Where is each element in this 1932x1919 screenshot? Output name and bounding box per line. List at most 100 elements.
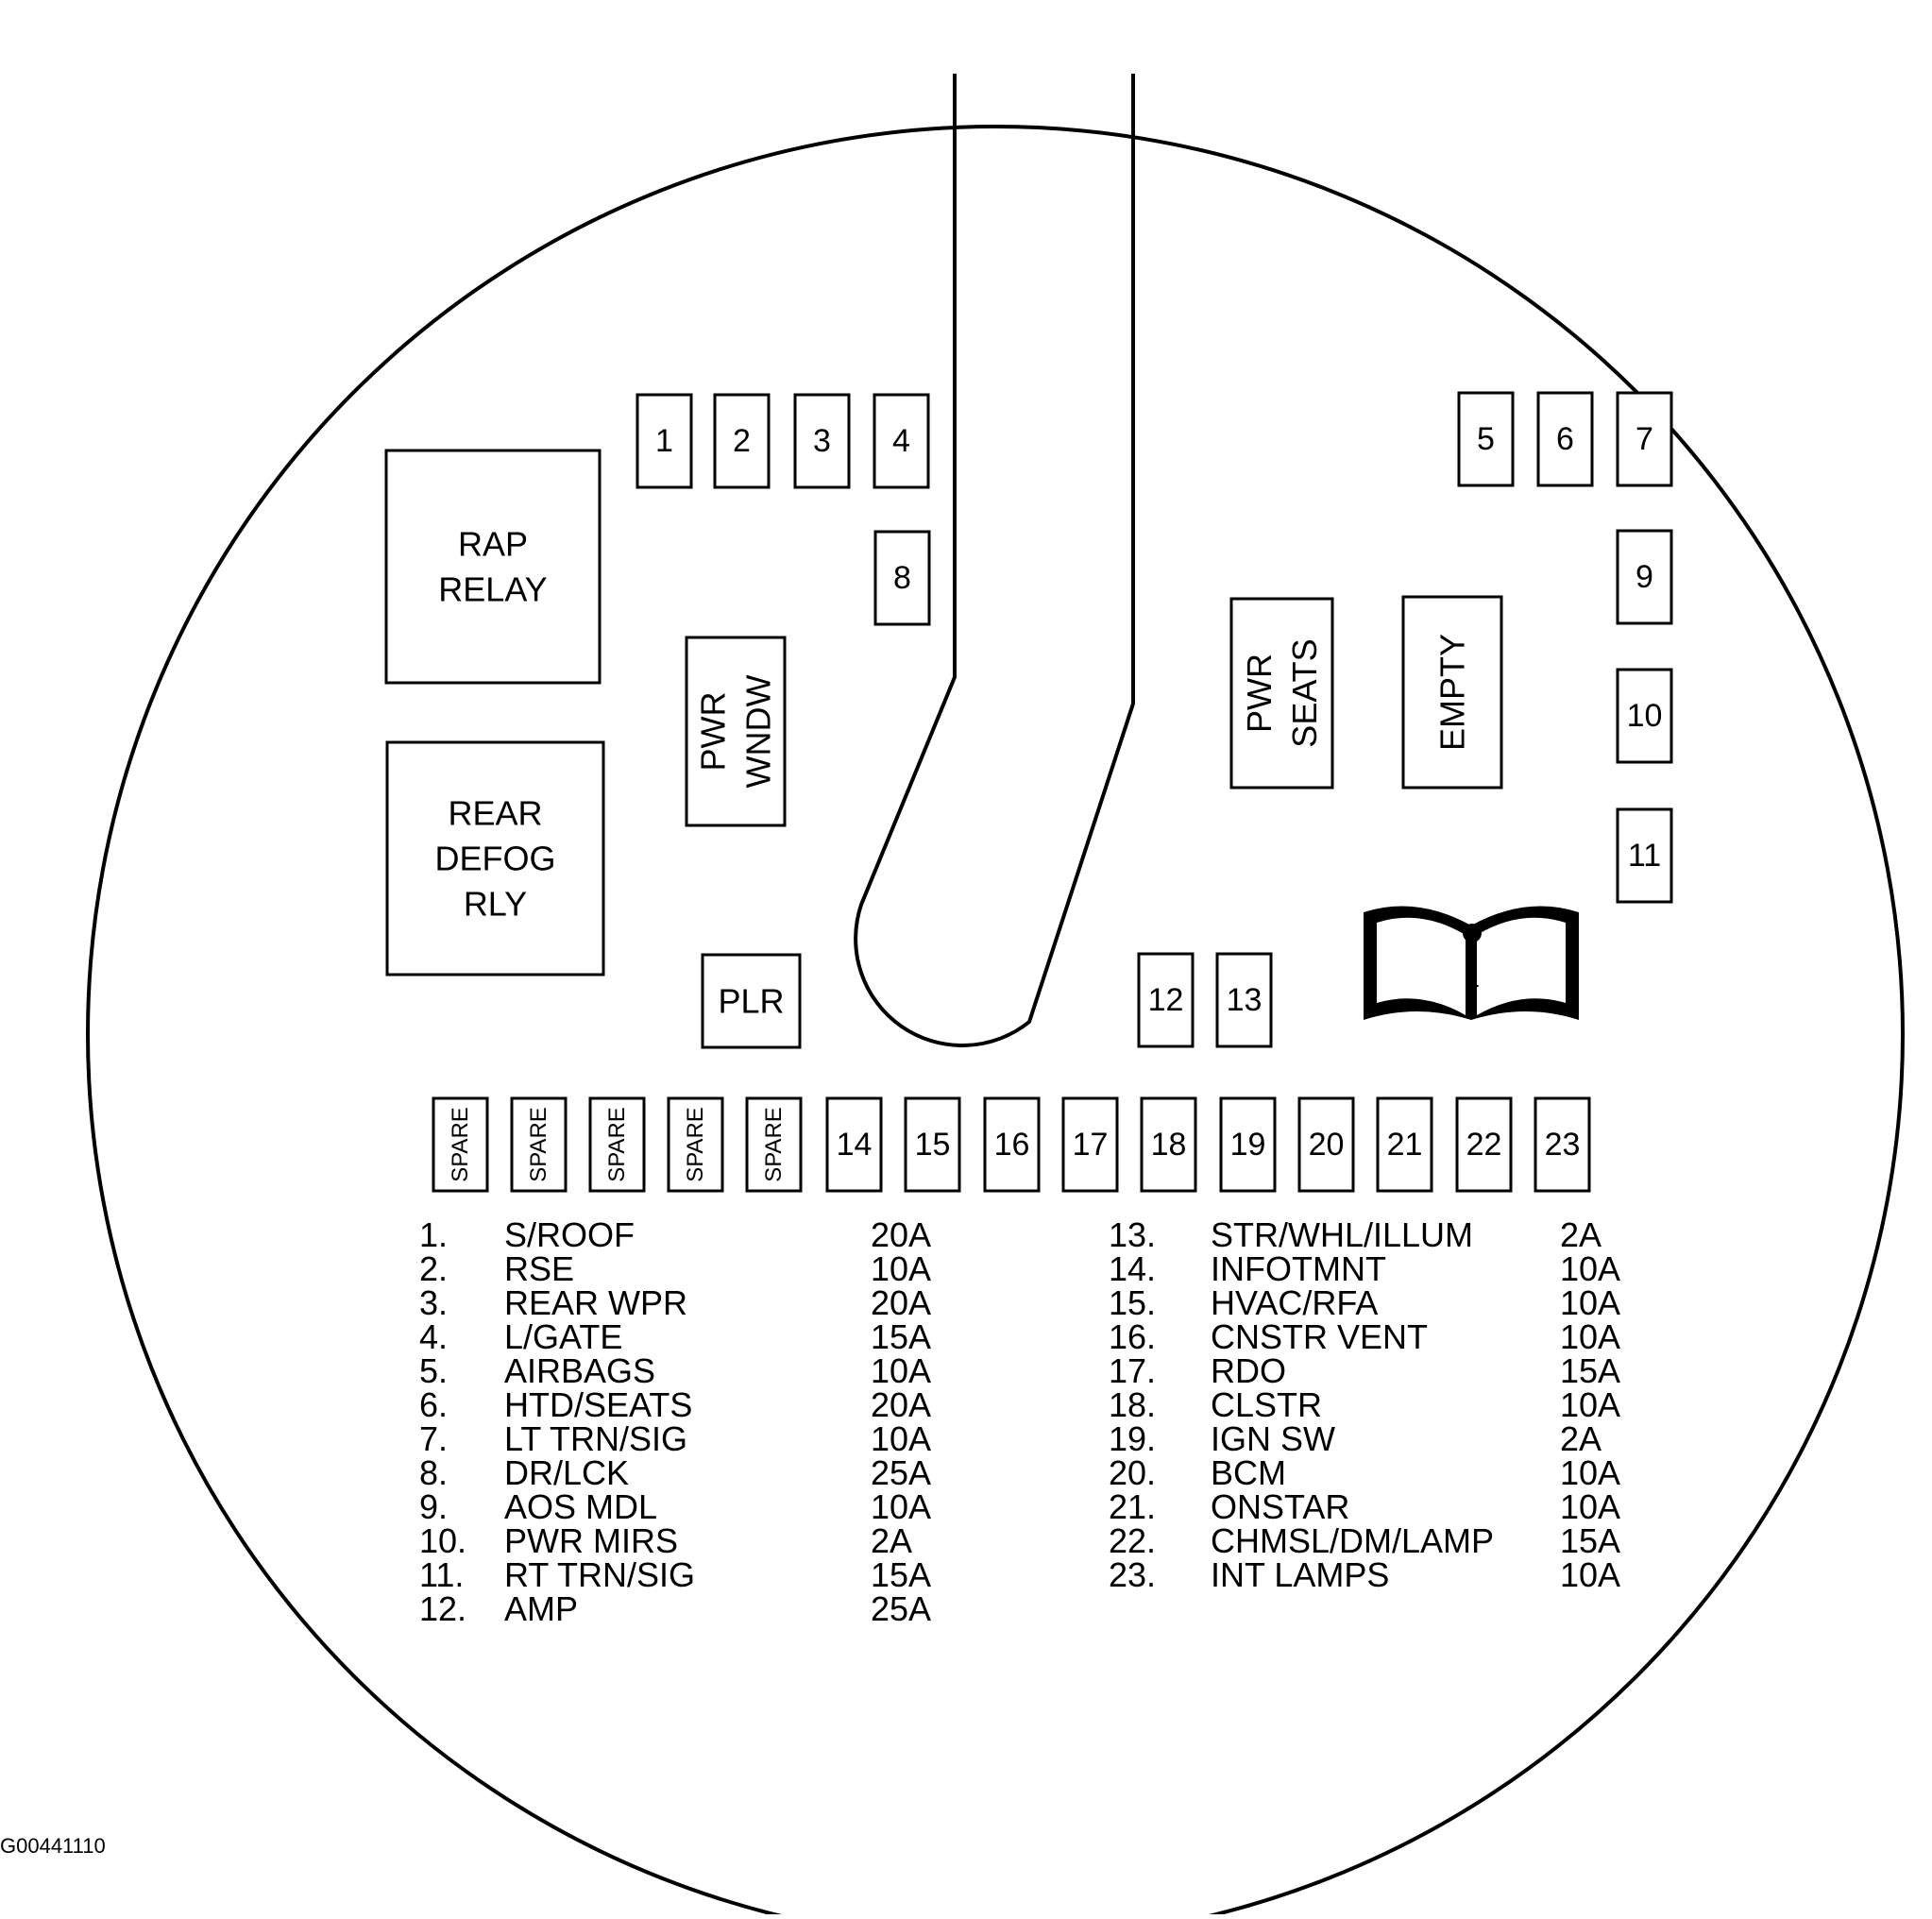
- legend-rating: 10A: [1560, 1283, 1620, 1322]
- owner-manual-info-icon: i: [1364, 906, 1579, 1020]
- fuse-block-outline: [86, 125, 1905, 1919]
- fuse-number: 8: [893, 560, 911, 596]
- fuse-8: 8: [873, 530, 931, 626]
- legend-rating: 15A: [1560, 1351, 1620, 1390]
- legend-num: 21.: [1109, 1487, 1156, 1526]
- relay-label: RLY: [464, 885, 527, 924]
- relay-label: PWR: [694, 692, 733, 772]
- fuse-number: 23: [1545, 1127, 1581, 1163]
- legend-rating: 15A: [871, 1555, 931, 1594]
- legend-num: 20.: [1109, 1453, 1156, 1492]
- spare-label: SPARE: [604, 1107, 630, 1182]
- legend-rating: 15A: [1560, 1521, 1620, 1560]
- fuse-17: 17: [1061, 1096, 1119, 1193]
- legend-num: 17.: [1109, 1351, 1156, 1390]
- fuse-11: 11: [1616, 807, 1673, 904]
- legend-num: 3.: [419, 1283, 448, 1322]
- fuse-22: 22: [1455, 1096, 1513, 1193]
- legend-num: 22.: [1109, 1521, 1156, 1560]
- legend-rating: 10A: [871, 1351, 931, 1390]
- legend-rating: 10A: [1560, 1249, 1620, 1288]
- fuse-number: 18: [1151, 1127, 1187, 1163]
- legend-num: 6.: [419, 1385, 448, 1424]
- legend-rating: 25A: [871, 1589, 931, 1628]
- legend-num: 1.: [419, 1215, 448, 1254]
- fuse-number: 4: [892, 423, 910, 459]
- legend-num: 18.: [1109, 1385, 1156, 1424]
- fuse-number: 6: [1556, 421, 1574, 457]
- spare-label: SPARE: [448, 1107, 473, 1182]
- legend-num: 9.: [419, 1487, 448, 1526]
- fuse-number: 22: [1466, 1127, 1502, 1163]
- fuse-14: 14: [825, 1096, 883, 1193]
- legend-name: IGN SW: [1211, 1419, 1335, 1458]
- fuse-15: 15: [904, 1096, 961, 1193]
- fuse-number: 2: [733, 423, 751, 459]
- fuse-number: 7: [1635, 421, 1653, 457]
- figure-code: G00441110: [0, 1834, 106, 1858]
- fuse-number: 11: [1628, 838, 1661, 874]
- spare-fuse: SPARE: [588, 1096, 646, 1193]
- svg-text:i: i: [1465, 942, 1479, 998]
- legend-name: HTD/SEATS: [504, 1385, 692, 1424]
- relay-label: SEATS: [1285, 638, 1324, 747]
- fuse-16: 16: [983, 1096, 1041, 1193]
- fuse-9: 9: [1616, 529, 1673, 625]
- fuse-number: 12: [1148, 982, 1184, 1018]
- fuse-number: 20: [1309, 1127, 1345, 1163]
- spare-fuse: SPARE: [510, 1096, 568, 1193]
- fuse-number: 9: [1635, 559, 1653, 595]
- legend-name: CLSTR: [1211, 1385, 1322, 1424]
- legend-num: 14.: [1109, 1249, 1156, 1288]
- fuse-1: 1: [636, 393, 693, 489]
- legend-name: S/ROOF: [504, 1215, 635, 1254]
- legend-rating: 10A: [1560, 1317, 1620, 1356]
- legend-rating: 15A: [871, 1317, 931, 1356]
- legend-name: INFOTMNT: [1211, 1249, 1386, 1288]
- legend-num: 12.: [419, 1589, 466, 1628]
- legend-name: DR/LCK: [504, 1453, 629, 1492]
- legend-num: 11.: [419, 1555, 464, 1594]
- legend-name: HVAC/RFA: [1211, 1283, 1378, 1322]
- fuse-10: 10: [1616, 668, 1673, 764]
- legend-rating: 20A: [871, 1385, 931, 1424]
- fuse-21: 21: [1376, 1096, 1433, 1193]
- legend-rating: 20A: [871, 1283, 931, 1322]
- legend-num: 10.: [419, 1521, 466, 1560]
- legend-rating: 2A: [1560, 1215, 1602, 1254]
- legend-name: PWR MIRS: [504, 1521, 678, 1560]
- fuse-5: 5: [1457, 391, 1515, 487]
- legend-name: L/GATE: [504, 1317, 622, 1356]
- legend-rating: 10A: [871, 1487, 931, 1526]
- fuse-23: 23: [1534, 1096, 1591, 1193]
- legend-rating: 10A: [1560, 1385, 1620, 1424]
- spare-fuse: SPARE: [745, 1096, 803, 1193]
- fuse-7: 7: [1616, 391, 1673, 487]
- relay-plr: PLR: [701, 953, 802, 1049]
- fuse-number: 1: [655, 423, 673, 459]
- legend-row: 18. CLSTR 10A: [1109, 1385, 1620, 1424]
- legend-rating: 10A: [1560, 1453, 1620, 1492]
- legend-num: 5.: [419, 1351, 448, 1390]
- relay-label: WNDW: [739, 675, 778, 789]
- legend-name: CNSTR VENT: [1211, 1317, 1428, 1356]
- relay-label: RELAY: [438, 570, 547, 609]
- legend-num: 19.: [1109, 1419, 1156, 1458]
- fuse-number: 17: [1073, 1127, 1109, 1163]
- legend-num: 23.: [1109, 1555, 1156, 1594]
